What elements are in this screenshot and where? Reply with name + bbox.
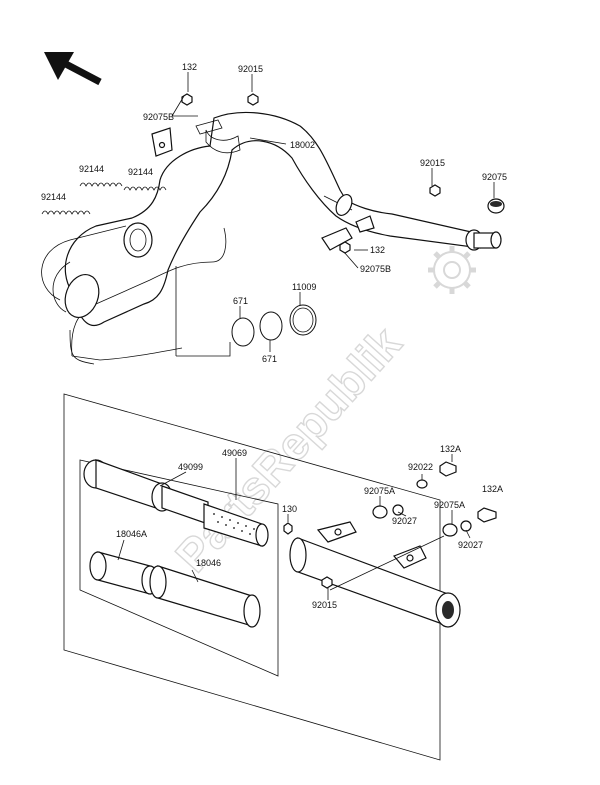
label-92144-a: 92144 <box>79 164 104 174</box>
silencer-group <box>63 393 497 761</box>
gear-icon <box>428 246 476 294</box>
spring-92144-a <box>41 210 91 215</box>
label-18002: 18002 <box>290 140 315 150</box>
front-arrow-icon <box>44 52 102 86</box>
label-92075b-mid: 92075B <box>360 264 391 274</box>
label-49099: 49099 <box>178 462 203 472</box>
label-49069: 49069 <box>222 448 247 458</box>
label-92075-right: 92075 <box>482 172 507 182</box>
label-92027-a: 92027 <box>392 516 417 526</box>
spring-92144-c <box>123 186 167 191</box>
label-92144-b: 92144 <box>128 167 153 177</box>
watermark-text: PartsRepublik <box>165 317 411 582</box>
spring-92144-b <box>79 182 123 187</box>
label-132-mid: 132 <box>370 245 385 255</box>
watermark: PartsRepublik <box>165 316 412 582</box>
label-132a-b: 132A <box>482 484 503 494</box>
label-11009: 11009 <box>292 282 316 292</box>
leader-lines <box>117 72 495 600</box>
label-92075b-top: 92075B <box>143 112 174 122</box>
label-132a-a: 132A <box>440 444 461 454</box>
label-92075a-a: 92075A <box>364 486 395 496</box>
label-92015-right: 92015 <box>420 158 445 168</box>
label-130: 130 <box>282 504 297 514</box>
label-671-a: 671 <box>233 296 248 306</box>
label-18046: 18046 <box>196 558 221 568</box>
label-92075a-b: 92075A <box>434 500 465 510</box>
label-18046a: 18046A <box>116 529 147 539</box>
expansion-chamber <box>41 93 505 365</box>
gasket-671-a <box>231 317 255 347</box>
label-92015-bottom: 92015 <box>312 600 337 610</box>
gasket-11009 <box>289 304 317 336</box>
gasket-671-b <box>259 311 283 341</box>
label-92144-c: 92144 <box>41 192 66 202</box>
callout-labels: 132 92015 92075B 18002 92144 92144 92144… <box>41 62 507 610</box>
label-671-b: 671 <box>262 354 277 364</box>
label-92015-top: 92015 <box>238 64 263 74</box>
label-92027-b: 92027 <box>458 540 483 550</box>
label-132-top: 132 <box>182 62 197 72</box>
label-92022: 92022 <box>408 462 433 472</box>
